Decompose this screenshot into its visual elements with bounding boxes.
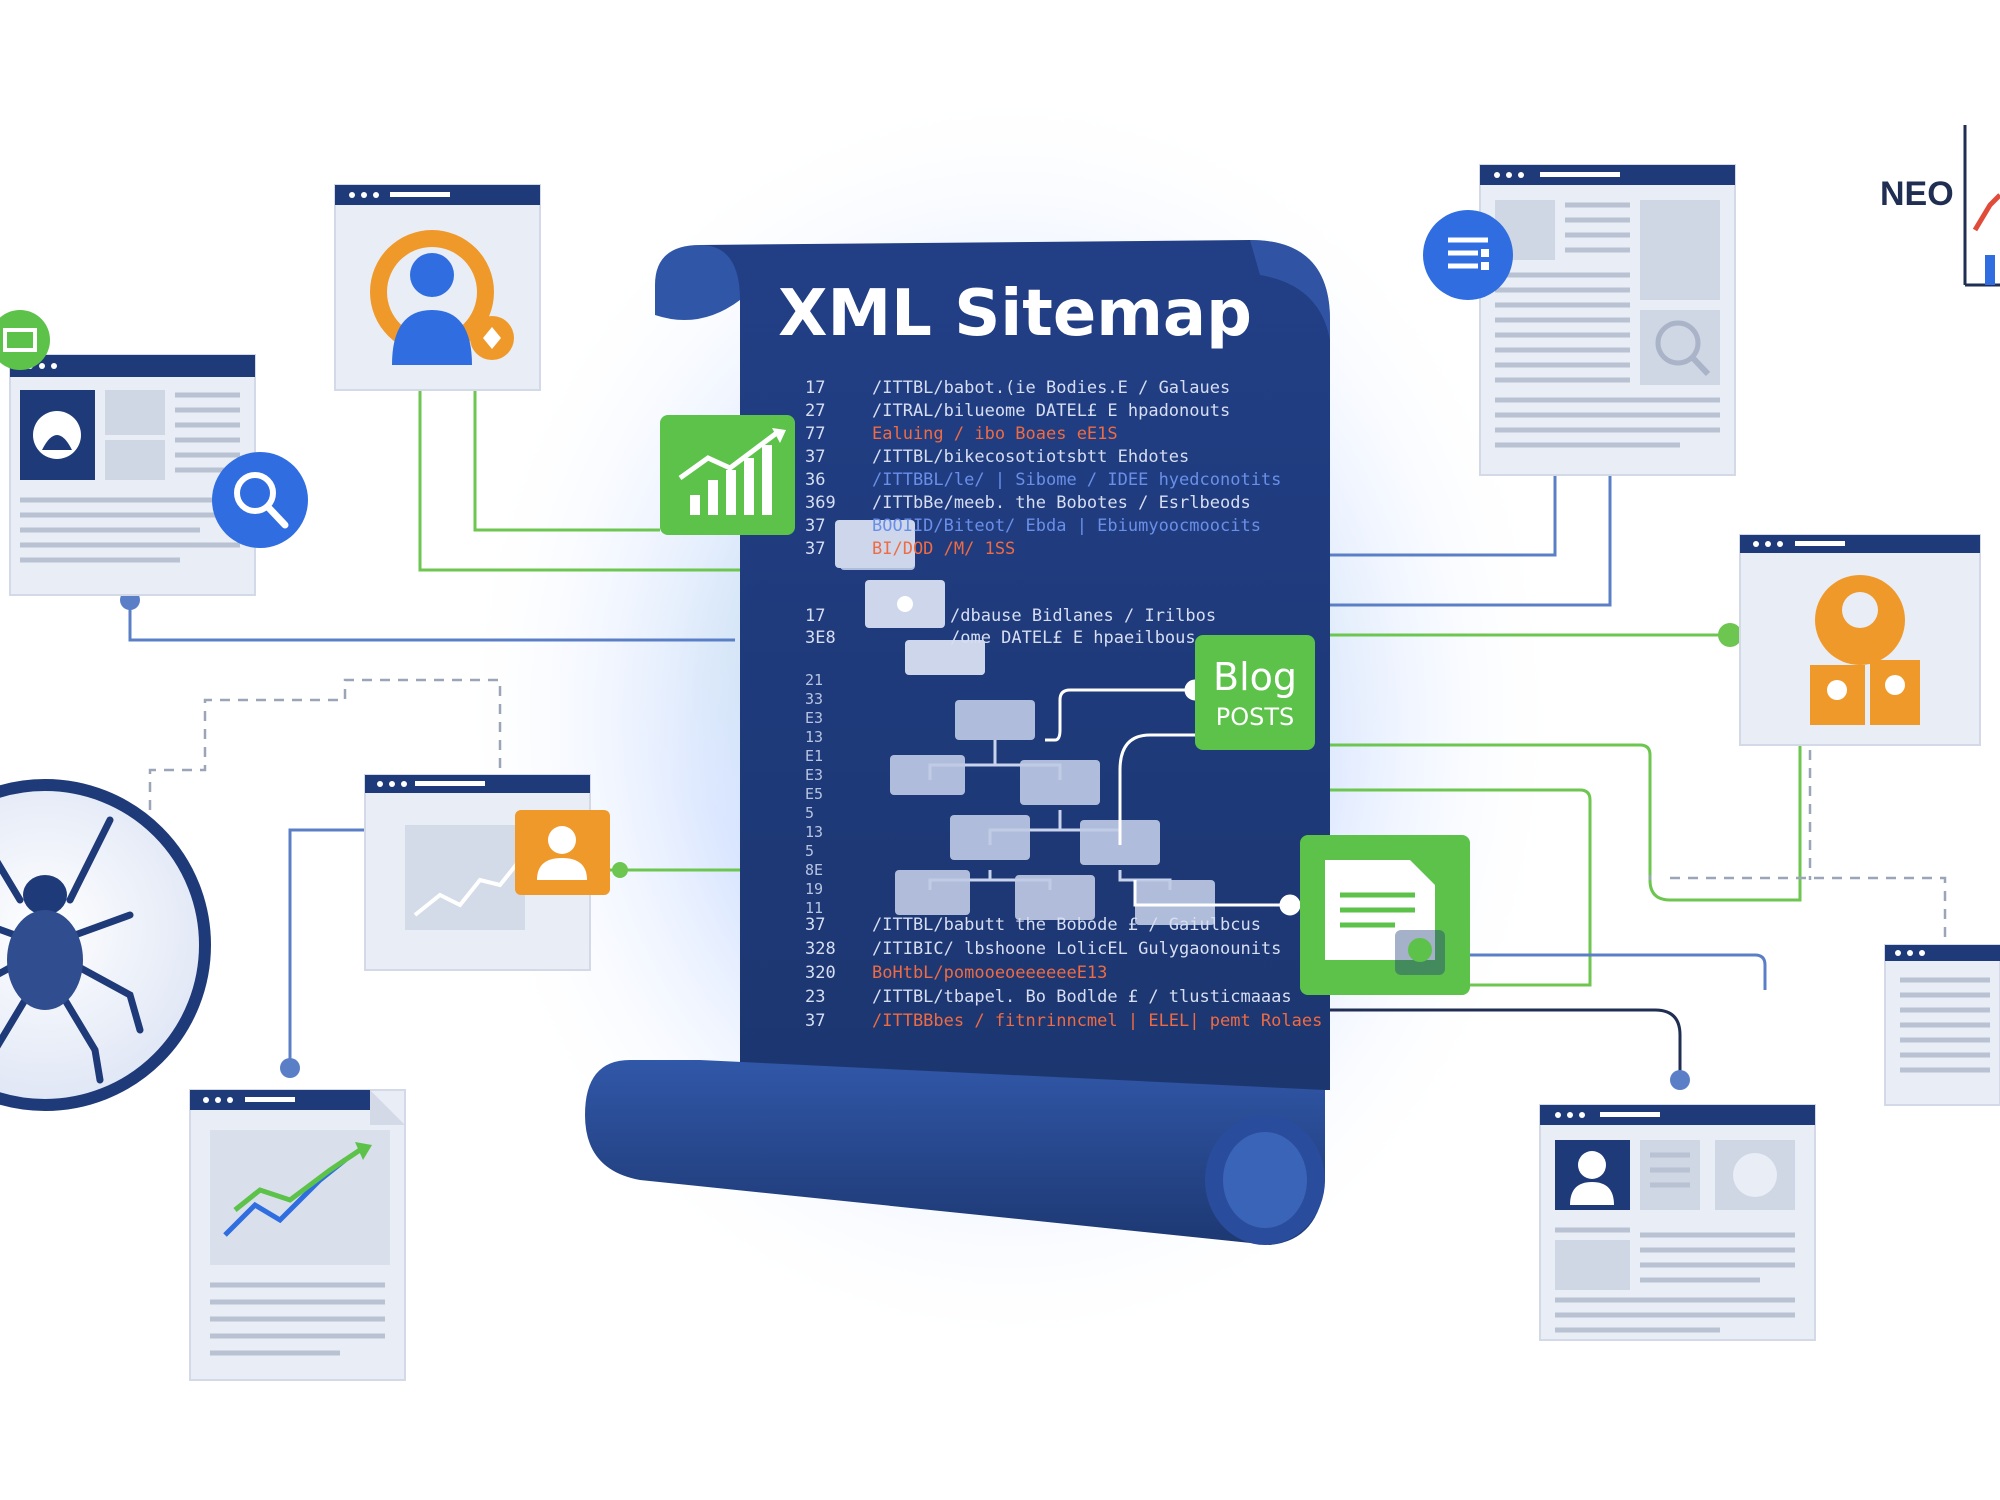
code-line-number: 37 [805, 915, 825, 935]
scroll-title: XML Sitemap [778, 277, 1252, 351]
right-edge-page-card [1884, 944, 2000, 1106]
code-gutter-number: 8E [805, 861, 823, 879]
trend-page-card [189, 1089, 406, 1381]
code-line-text: BI/DOD /M/ 1SS [872, 539, 1015, 559]
code-gutter-number: 5 [805, 804, 814, 822]
code-line-number: 3E8 [805, 628, 836, 648]
code-line-text: /ITTBBL/le/ | Sibome / IDEE hyedconotits [872, 470, 1281, 490]
code-gutter-number: 33 [805, 690, 823, 708]
crawler-spider-icon [0, 779, 211, 1111]
code-gutter-number: 19 [805, 880, 823, 898]
code-line-text: /dbause Bidlanes / Irilbos [950, 606, 1216, 626]
code-block-top: 17/ITTBL/babot.(ie Bodies.E / Galaues 27 /… [805, 378, 1281, 559]
code-gutter-number: E3 [805, 766, 823, 784]
code-line-number: 23 [805, 987, 825, 1007]
code-line-number: 37 [805, 516, 825, 536]
users-page-card [1739, 534, 1981, 746]
code-line-text: /ITTBL/bikecosotiotsbtt Ehdotes [872, 447, 1189, 467]
blog-badge-subtitle: POSTS [1216, 703, 1295, 731]
code-gutter-number: E1 [805, 747, 823, 765]
code-line-number: 37 [805, 447, 825, 467]
neo-logo-text: NEO [1880, 175, 1954, 213]
list-icon [1423, 210, 1513, 300]
code-line-number: 17 [805, 606, 825, 626]
left-page-card [9, 354, 256, 596]
graph-page-card [364, 774, 591, 971]
code-gutter-number: E5 [805, 785, 823, 803]
code-block-middle: 17/dbause Bidlanes / Irilbos 3E8/ome DATE… [805, 606, 1216, 648]
neo-logo: NEO [1880, 125, 2000, 287]
code-line-text: /ome DATEL£ E hpaeilbous [950, 628, 1196, 648]
blog-posts-badge: Blog POSTS [1195, 635, 1315, 750]
code-line-number: 369 [805, 493, 836, 513]
xml-sitemap-scroll [585, 240, 1330, 1245]
code-block-bottom: 37/ITTBL/babutt the Bobode £ / Gaiulbcus… [805, 915, 1322, 1031]
search-icon [212, 452, 308, 548]
blog-badge-title: Blog [1213, 655, 1297, 699]
profile-list-page-card [1539, 1104, 1816, 1341]
code-gutter-number: 13 [805, 728, 823, 746]
code-line-number: 37 [805, 1011, 825, 1031]
code-line-number: 37 [805, 539, 825, 559]
code-gutter-number: 11 [805, 899, 823, 917]
analytics-chart-icon [660, 415, 795, 535]
code-line-text: /ITRAL/bilueome DATEL£ E hpadonouts [872, 401, 1230, 421]
small-node-boxes [835, 520, 985, 675]
code-line-text: /ITTBL/tbapel. Bo Bodlde £ / tlusticmaaa… [872, 987, 1292, 1007]
document-badge-icon [1300, 835, 1470, 995]
code-line-text: /ITTBL/babot.(ie Bodies.E / Galaues [872, 378, 1230, 398]
code-gutter-number: 5 [805, 842, 814, 860]
code-line-text: BoHtbL/pomooeoeeeeeeE13 [872, 963, 1107, 983]
code-line-text: BOOIID/Biteot/ Ebda | Ebiumyoocmoocits [872, 516, 1261, 536]
code-line-number: 17 [805, 378, 825, 398]
code-line-text: Ealuing / ibo Boaes eE1S [872, 424, 1118, 444]
code-line-number: 27 [805, 401, 825, 421]
code-line-number: 328 [805, 939, 836, 959]
code-line-number: 77 [805, 424, 825, 444]
right-top-page-card [1479, 164, 1736, 476]
code-gutter-number: 13 [805, 823, 823, 841]
code-line-text: /ITIBIC/ lbshoone LolicEL Gulygaonounits [872, 939, 1281, 959]
code-line-number: 320 [805, 963, 836, 983]
code-line-text: /ITTBL/babutt the Bobode £ / Gaiulbcus [872, 915, 1261, 935]
code-line-number: 36 [805, 470, 825, 490]
user-badge-icon [515, 810, 610, 895]
code-gutter-number: 21 [805, 671, 823, 689]
code-line-text: /ITTbBe/meeb. the Bobotes / Esrlbeods [872, 493, 1251, 513]
profile-page-card [334, 184, 541, 391]
chat-bubble-icon [0, 310, 50, 370]
code-gutter-number: E3 [805, 709, 823, 727]
code-line-text: /ITTBBbes / fitnrinncmel | ELEL| pemt Ro… [872, 1011, 1322, 1031]
